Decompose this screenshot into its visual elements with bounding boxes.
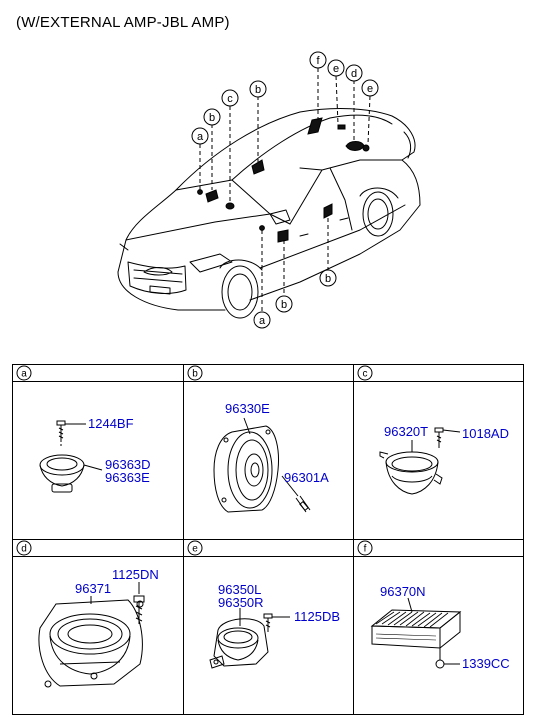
part-96350R: 96350R: [218, 595, 264, 610]
part-96363D: 96363D: [105, 457, 151, 472]
callout-b-bottom: b: [281, 299, 287, 311]
callout-a-bottom: a: [259, 315, 266, 327]
part-1018AD: 1018AD: [462, 426, 509, 441]
part-1339CC: 1339CC: [462, 656, 510, 671]
callout-e-lower: e: [367, 83, 373, 95]
diagram-title: (W/EXTERNAL AMP-JBL AMP): [16, 14, 230, 31]
cell-a-letter: a: [21, 369, 27, 380]
part-96330E: 96330E: [225, 401, 270, 416]
cell-header-circles: [16, 365, 373, 556]
part-96350L: 96350L: [218, 582, 261, 597]
cell-e-letter: e: [192, 544, 198, 555]
callout-leaders: [199, 68, 371, 312]
tweeter-a-drawing: [39, 420, 103, 493]
callout-f: f: [316, 55, 320, 67]
callout-e-upper: e: [333, 63, 339, 75]
parts-grid: [12, 364, 524, 715]
car-speaker-markers: [197, 117, 370, 243]
part-96301A: 96301A: [284, 470, 329, 485]
part-96363E: 96363E: [105, 470, 150, 485]
callout-d: d: [351, 68, 357, 80]
car-illustration: [117, 108, 421, 319]
amplifier-f-drawing: [370, 597, 462, 669]
callout-b-right: b: [325, 273, 331, 285]
callout-c: c: [227, 93, 233, 105]
subwoofer-d-drawing: [38, 582, 145, 688]
callout-circles: [191, 51, 379, 329]
speaker-c-drawing: [379, 427, 461, 495]
part-96371: 96371: [75, 581, 111, 596]
door-speaker-b-drawing: [213, 417, 311, 513]
tweeter-e-drawing: [209, 608, 290, 669]
callout-b-top: b: [255, 84, 261, 96]
cell-c-letter: c: [363, 369, 368, 380]
callout-a-left: a: [197, 131, 204, 143]
part-96370N: 96370N: [380, 584, 426, 599]
cell-d-letter: d: [21, 544, 27, 555]
part-96320T: 96320T: [384, 424, 428, 439]
cell-f-letter: f: [364, 544, 367, 555]
part-1125DB: 1125DB: [294, 609, 340, 624]
cell-b-letter: b: [192, 369, 198, 380]
part-1244BF: 1244BF: [88, 416, 134, 431]
callout-b-left: b: [209, 112, 215, 124]
part-1125DN: 1125DN: [112, 567, 159, 582]
